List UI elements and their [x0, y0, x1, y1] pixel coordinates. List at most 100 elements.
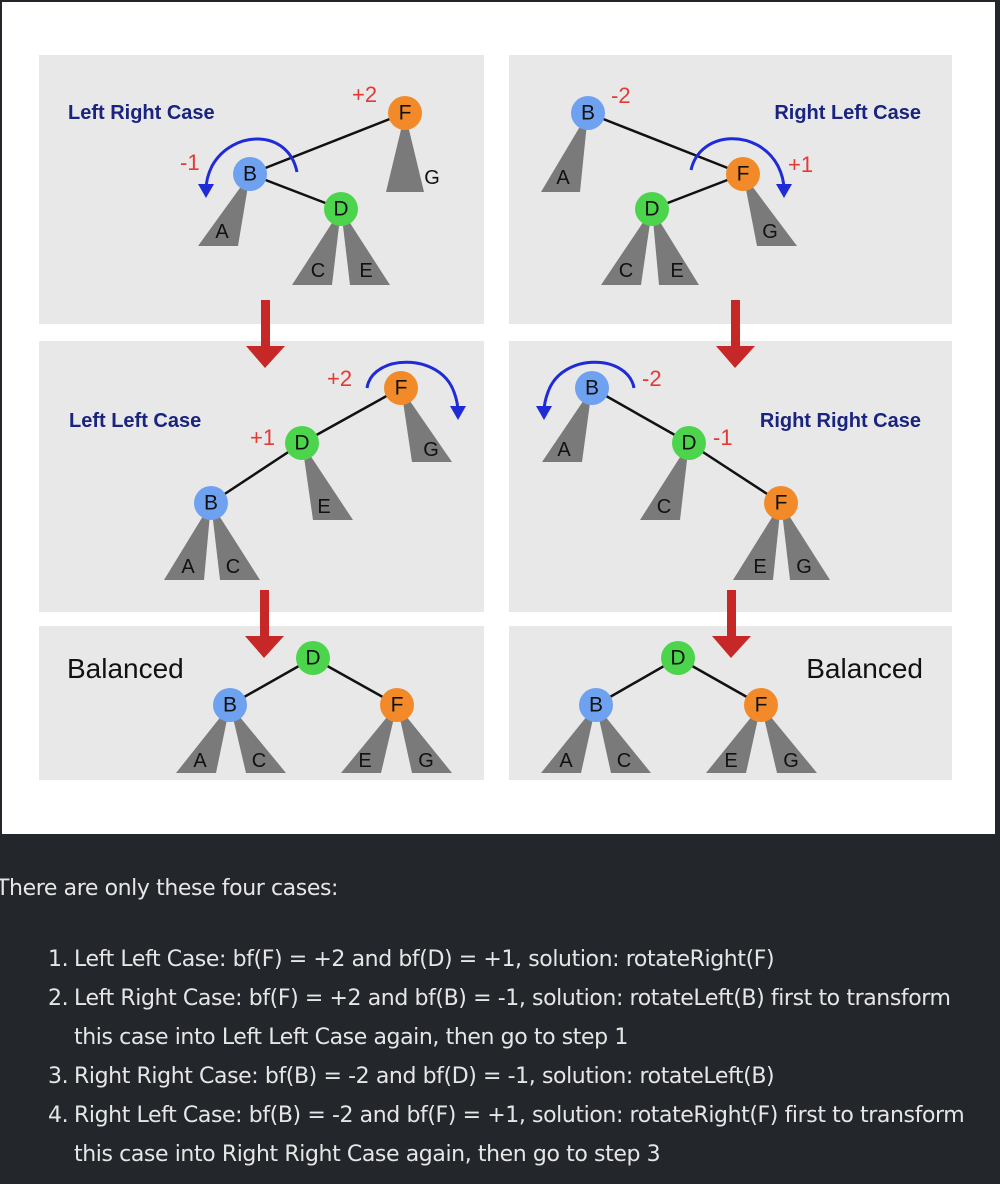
subtree-label-g: G: [423, 439, 439, 461]
subtree-g: [397, 705, 452, 773]
subtree-a: [542, 388, 592, 462]
node-label-f: F: [775, 492, 788, 515]
title-balanced-left: Balanced: [67, 653, 184, 684]
rotation-arrow-right: [689, 137, 786, 191]
node-d: [661, 641, 695, 675]
bf-b-label: -2: [611, 83, 631, 108]
node-f: [726, 157, 760, 191]
down-arrow-3: [245, 590, 284, 658]
subtree-e: [302, 443, 353, 520]
node-b: [233, 157, 267, 191]
list-item-text: Right Left Case: bf(B) = -2 and bf(F) = …: [74, 1103, 965, 1128]
down-arrow-2: [716, 300, 755, 368]
subtree-c: [211, 503, 260, 580]
down-arrow-4: [712, 590, 751, 658]
rotation-arrowhead: [198, 184, 214, 198]
edge: [591, 386, 690, 445]
subtree-a: [198, 174, 250, 246]
edge: [301, 386, 402, 445]
edge: [249, 111, 406, 176]
list-item: 2. Left Right Case: bf(F) = +2 and bf(B)…: [48, 979, 964, 1057]
subtree-label-a: A: [556, 167, 570, 189]
subtree-label-g: G: [418, 750, 434, 772]
bf-f-label: +2: [352, 82, 377, 107]
figure-area: Left Right Case G A C E F B D +2 -1 Righ…: [2, 2, 995, 834]
subtree-label-a: A: [181, 556, 195, 578]
node-d: [285, 426, 319, 460]
rotation-arrowhead: [450, 406, 466, 420]
rotation-arrow-left: [542, 360, 636, 413]
subtree-c: [596, 705, 651, 773]
subtree-a: [541, 113, 588, 192]
subtree-g: [386, 113, 424, 192]
subtree-label-e: E: [724, 750, 737, 772]
list-item-text-continued: this case into Right Right Case again, t…: [74, 1142, 661, 1167]
title-left-left-case: Left Left Case: [69, 410, 201, 432]
list-item-text: Left Left Case: bf(F) = +2 and bf(D) = +…: [74, 947, 775, 972]
list-number: 4.: [48, 1103, 69, 1128]
node-b: [579, 688, 613, 722]
node-label-b: B: [223, 694, 237, 717]
node-label-b: B: [204, 492, 218, 515]
avl-rotation-diagram: Left Right Case G A C E F B D +2 -1 Righ…: [39, 55, 952, 780]
subtree-label-c: C: [252, 750, 266, 772]
node-label-b: B: [243, 163, 257, 186]
node-f: [388, 96, 422, 130]
node-f: [384, 371, 418, 405]
node-b: [213, 688, 247, 722]
bf-f-label: +2: [327, 366, 352, 391]
subtree-g: [743, 174, 797, 246]
title-balanced-right: Balanced: [806, 653, 923, 684]
subtree-c: [230, 705, 286, 773]
title-right-left-case: Right Left Case: [774, 102, 921, 124]
node-d: [635, 192, 669, 226]
node-label-f: F: [395, 377, 408, 400]
node-label-d: D: [333, 198, 348, 221]
subtree-c: [292, 209, 341, 285]
subtree-label-c: C: [617, 750, 631, 772]
edge: [587, 111, 744, 176]
node-b: [571, 96, 605, 130]
subtree-g: [781, 503, 830, 580]
node-d: [324, 192, 358, 226]
list-number: 1.: [48, 947, 69, 972]
node-label-f: F: [391, 694, 404, 717]
subtree-label-g: G: [783, 750, 799, 772]
node-f: [764, 486, 798, 520]
subtree-g: [761, 705, 817, 773]
list-item: 4. Right Left Case: bf(B) = -2 and bf(F)…: [48, 1096, 965, 1174]
subtree-e: [341, 705, 397, 773]
node-label-f: F: [399, 102, 412, 125]
subtree-e: [341, 209, 390, 285]
node-label-f: F: [755, 694, 768, 717]
subtree-label-e: E: [358, 750, 371, 772]
node-label-b: B: [585, 377, 599, 400]
down-arrow-1: [246, 300, 285, 368]
bf-d-label: -1: [713, 425, 733, 450]
subtree-label-g: G: [424, 167, 440, 189]
node-d: [672, 426, 706, 460]
title-left-right-case: Left Right Case: [68, 102, 215, 124]
subtree-label-c: C: [619, 260, 633, 282]
list-item-text-continued: this case into Left Left Case again, the…: [74, 1025, 628, 1050]
bf-b-label: -2: [642, 366, 662, 391]
subtree-g: [401, 388, 452, 462]
rotation-arrowhead: [536, 406, 552, 420]
node-b: [575, 371, 609, 405]
bf-b-label: -1: [180, 150, 200, 175]
node-label-d: D: [681, 432, 696, 455]
bf-d-label: +1: [250, 425, 275, 450]
subtree-a: [541, 705, 596, 773]
panel-left-left: [39, 341, 484, 612]
subtree-label-e: E: [359, 260, 372, 282]
subtree-a: [164, 503, 211, 580]
rotation-arrow-left: [204, 137, 299, 191]
list-number: 2.: [48, 986, 69, 1011]
edge: [688, 441, 782, 505]
list-item: 1. Left Left Case: bf(F) = +2 and bf(D) …: [48, 940, 964, 979]
subtree-label-g: G: [762, 221, 778, 243]
list-item-text: Left Right Case: bf(F) = +2 and bf(B) = …: [74, 986, 951, 1011]
case-list: 1. Left Left Case: bf(F) = +2 and bf(D) …: [48, 940, 965, 1174]
subtree-e: [733, 503, 781, 580]
rotation-arrow-right: [365, 360, 460, 413]
